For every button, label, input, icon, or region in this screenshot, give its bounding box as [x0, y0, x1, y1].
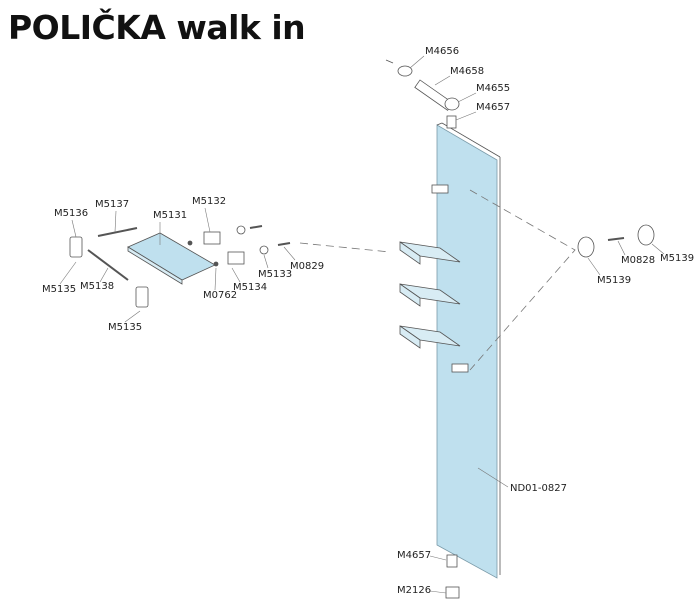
label-m5139-a: M5139	[597, 275, 632, 286]
part-m4657-top	[446, 115, 457, 129]
label-m0762: M0762	[203, 290, 238, 301]
part-m5138	[87, 249, 129, 281]
label-m0828: M0828	[621, 255, 656, 266]
part-m2126	[445, 586, 460, 599]
label-m0829: M0829	[290, 261, 325, 272]
label-m5137: M5137	[95, 199, 130, 210]
label-m5135-a: M5135	[42, 284, 77, 295]
part-m5134-clamp	[227, 251, 245, 265]
part-m4655	[444, 97, 460, 111]
part-m5135	[135, 286, 149, 308]
part-m4656	[397, 65, 413, 77]
label-m5134: M5134	[233, 282, 268, 293]
label-m5131: M5131	[153, 210, 188, 221]
glass-panel	[436, 124, 498, 579]
label-m5139-b: M5139	[660, 253, 695, 264]
label-m5135-b: M5135	[108, 322, 143, 333]
label-m5133: M5133	[258, 269, 293, 280]
label-m4656: M4656	[425, 46, 460, 57]
label-m4658: M4658	[450, 66, 485, 77]
part-m5136	[69, 236, 83, 258]
part-m4657-bottom	[446, 554, 458, 568]
label-m5136: M5136	[54, 208, 89, 219]
label-m4655: M4655	[476, 83, 511, 94]
part-m5137	[97, 227, 138, 237]
label-m5132: M5132	[192, 196, 227, 207]
part-m5139-left	[577, 236, 595, 258]
label-m4657-top: M4657	[476, 102, 511, 113]
label-nd01-0827: ND01-0827	[510, 483, 567, 494]
part-m5139-right	[637, 224, 655, 246]
label-m4657-bottom: M4657	[397, 550, 432, 561]
label-m5138: M5138	[80, 281, 115, 292]
part-m5132	[203, 231, 221, 245]
label-m2126: M2126	[397, 585, 432, 596]
page-title: POLIČKA walk in	[8, 8, 306, 47]
